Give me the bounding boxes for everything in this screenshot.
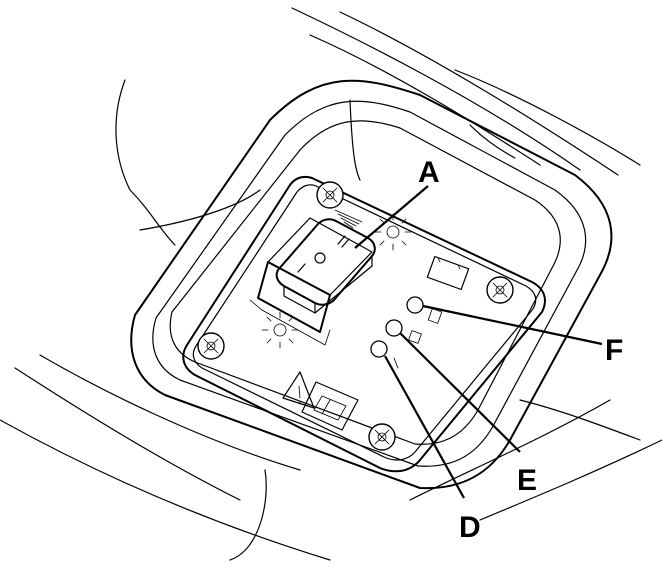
callout-f-label: F: [605, 334, 623, 367]
led-f: [406, 296, 443, 324]
recess-outer: [130, 79, 613, 490]
rocker-switch[interactable]: [249, 217, 376, 346]
switch-position-i-symbol: [297, 263, 306, 273]
housing-contours: [0, 7, 662, 561]
callout-a: A: [354, 156, 440, 249]
screw-bottom: [368, 423, 396, 451]
callout-e-label: E: [517, 464, 537, 497]
light-symbol-left: [261, 311, 299, 349]
light-symbol-top: [374, 213, 412, 251]
screw-left: [197, 332, 225, 360]
callout-d-label: D: [459, 511, 481, 544]
led-e: [385, 319, 422, 344]
callout-f: F: [422, 304, 623, 367]
battery-icon: [426, 255, 470, 291]
screw-top-left: [316, 181, 344, 209]
manual-book-icon: [301, 381, 359, 431]
switch-off-symbol: [314, 252, 326, 264]
screw-right: [486, 276, 514, 304]
callout-a-label: A: [418, 156, 440, 189]
callout-d: D: [384, 355, 481, 544]
callout-e: E: [399, 332, 537, 497]
led-d: [370, 340, 399, 369]
warning-icon: [282, 371, 315, 409]
switch-position-ii-symbol: [337, 235, 350, 248]
panel-plate: [182, 175, 546, 473]
brush-symbol: [334, 209, 363, 229]
